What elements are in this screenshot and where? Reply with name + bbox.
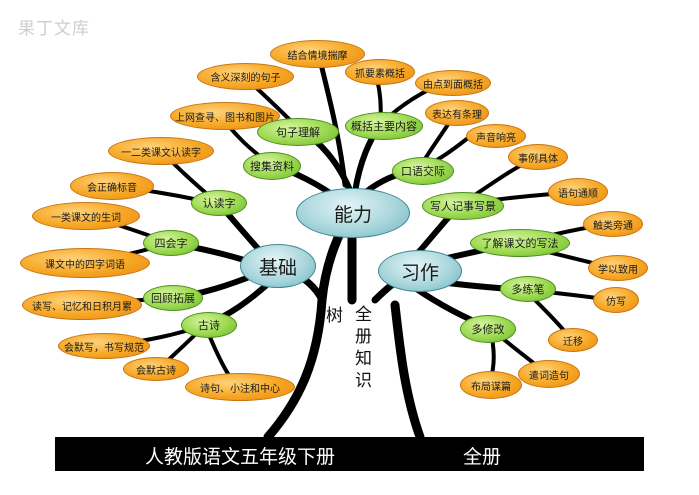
leaf-read-write-accumulate: 读写、记忆和日积月累	[22, 290, 142, 320]
bottom-bar-suffix: 全册	[463, 446, 502, 468]
leaf-point-to-area-summary: 由点到面概括	[415, 70, 491, 96]
leaf-four-char-idioms: 课文中的四字词语	[20, 248, 150, 278]
leaf-class1-new-words: 一类课文的生词	[32, 202, 140, 230]
center-node-composition: 习作	[378, 250, 462, 292]
node-ancient-poems: 古诗	[181, 312, 237, 338]
trunk-label-knowledge-1: 全	[355, 305, 372, 325]
leaf-smooth-sentences: 语句通顺	[548, 178, 608, 206]
leaf-word-choice: 遣词造句	[518, 360, 580, 388]
node-review-expand: 回顾拓展	[143, 285, 203, 311]
trunk-label-tree: 树	[326, 306, 343, 326]
leaf-element-summary: 抓要素概括	[345, 59, 415, 85]
leaf-loud-voice: 声音响亮	[466, 124, 526, 148]
bottom-title-bar	[55, 437, 644, 471]
trunk-label-knowledge-4: 识	[355, 371, 372, 391]
node-four-skill-chars: 四会字	[143, 230, 199, 256]
node-reading-chars: 认读字	[191, 190, 247, 216]
leaf-dictation-standard: 会默写，书写规范	[58, 333, 150, 359]
leaf-imitation-writing: 仿写	[593, 287, 639, 313]
bottom-bar-title: 人教版语文五年级下册	[145, 446, 336, 468]
leaf-specific-examples: 事例具体	[508, 144, 568, 170]
node-practice-writing: 多练笔	[500, 276, 556, 302]
watermark: 果丁文库	[18, 19, 90, 39]
leaf-transfer: 迁移	[548, 328, 598, 352]
leaf-layout-planning: 布局谋篇	[460, 371, 522, 399]
leaf-recite-ancient-poems: 会默古诗	[123, 357, 189, 381]
leaf-correct-phonetics: 会正确标音	[70, 172, 154, 200]
node-revise-more: 多修改	[460, 315, 516, 343]
leaf-apply-learning: 学以致用	[588, 255, 648, 281]
node-main-content-summary: 概括主要内容	[345, 112, 423, 140]
leaf-situational-pondering: 结合情境揣摩	[270, 40, 365, 68]
leaf-profound-sentences: 含义深刻的句子	[197, 63, 294, 90]
center-node-ability: 能力	[296, 188, 410, 238]
node-sentence-understanding: 句子理解	[257, 118, 339, 146]
node-understand-writing-methods: 了解课文的写法	[470, 229, 570, 257]
trunk-label-knowledge-2: 册	[355, 327, 372, 347]
node-gather-materials: 搜集资料	[243, 152, 301, 180]
leaf-organized-expression: 表达有条理	[425, 100, 489, 126]
leaf-verse-notes-theme: 诗句、小注和中心	[185, 373, 295, 401]
node-oral-communication: 口语交际	[392, 157, 454, 185]
leaf-infer-analogies: 触类旁通	[583, 211, 643, 237]
center-node-foundation: 基础	[240, 244, 316, 288]
leaf-class12-reading-chars: 一二类课文认读字	[108, 137, 214, 165]
node-people-events-scenery: 写人记事写景	[422, 192, 504, 220]
trunk-label-knowledge-3: 知	[355, 349, 372, 369]
